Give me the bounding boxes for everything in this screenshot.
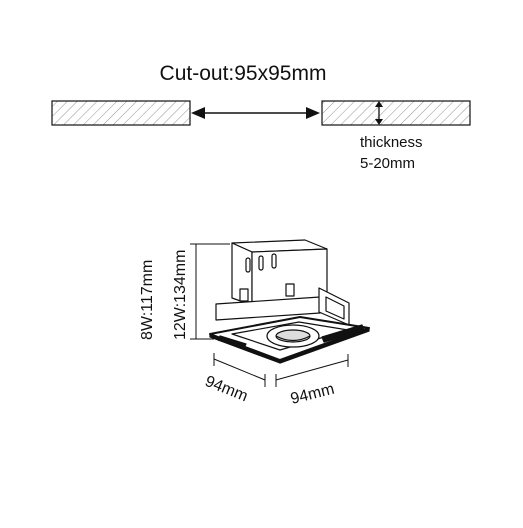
thickness-label: thickness [360, 134, 423, 151]
cutout-label: Cut-out:95x95mm [160, 62, 327, 85]
width-dimension-right [275, 354, 349, 387]
ceiling-panel-left [51, 100, 191, 126]
width-dimension-left [213, 353, 266, 387]
cutout-width-arrow [191, 107, 320, 119]
thickness-arrow [375, 101, 383, 125]
height-12w-label: 12W:134mm [172, 250, 189, 340]
height-dimension-lines [190, 243, 230, 340]
height-8w-label: 8W:117mm [139, 260, 156, 340]
ceiling-panel-right [321, 100, 471, 126]
downlight-fixture-icon [209, 239, 370, 364]
width-left-label: 94mm [203, 373, 251, 405]
width-right-label: 94mm [289, 381, 336, 408]
thickness-range: 5-20mm [360, 155, 415, 172]
